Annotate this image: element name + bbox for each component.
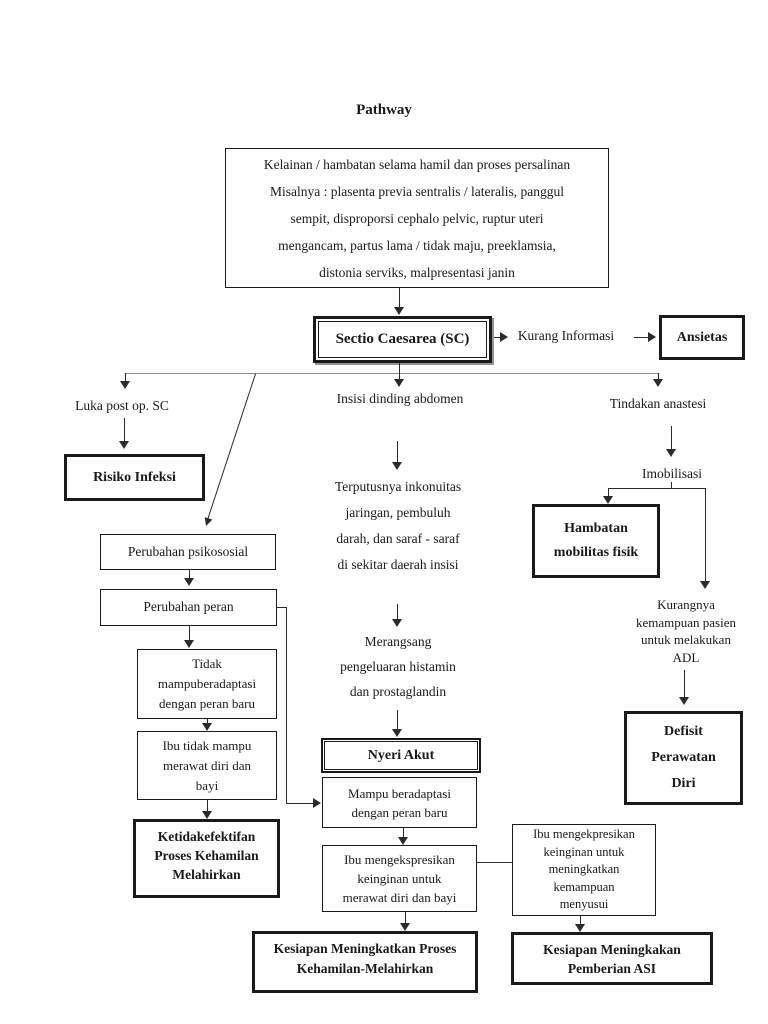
node-defisit-perawatan: Defisit Perawatan Diri bbox=[624, 711, 743, 805]
connector-split-hambatan bbox=[608, 488, 609, 496]
label-tindakan-anastesi: Tindakan anastesi bbox=[609, 396, 707, 411]
label-terputusnya: Terputusnya inkonuitas jaringan, pembulu… bbox=[334, 479, 462, 572]
arrowhead bbox=[575, 924, 585, 932]
arrowhead bbox=[394, 379, 404, 387]
connector-branch-center bbox=[399, 373, 400, 379]
connector-peran-elbow-c bbox=[286, 803, 313, 804]
connector-ibu-merawat-menyusui bbox=[477, 862, 512, 863]
connector-kurang-ansietas bbox=[634, 337, 648, 338]
arrowhead bbox=[202, 517, 213, 528]
node-ibu-mengekpresikan-menyusui: Ibu mengekpresikan keinginan untuk menin… bbox=[512, 824, 656, 916]
connector-imobilisasi-stub bbox=[671, 482, 672, 489]
connector-branch-right bbox=[658, 373, 659, 379]
arrowhead bbox=[184, 578, 194, 586]
connector-mampu-ibu bbox=[403, 828, 404, 837]
node-kesiapan-asi: Kesiapan Meningkakan Pemberian ASI bbox=[511, 932, 713, 985]
arrowhead bbox=[392, 729, 402, 737]
node-sectio-caesarea-label: Sectio Caesarea (SC) bbox=[318, 321, 487, 358]
arrowhead bbox=[313, 798, 321, 808]
node-mampu-beradaptasi: Mampu beradaptasi dengan peran baru bbox=[322, 777, 477, 828]
connector-terputus-merangsang bbox=[397, 604, 398, 619]
arrowhead bbox=[603, 496, 613, 504]
connector-causes-sc bbox=[399, 288, 400, 307]
arrowhead bbox=[500, 332, 508, 342]
node-tidak-mampu-beradaptasi: Tidak mampuberadaptasi dengan peran baru bbox=[137, 649, 277, 719]
node-nyeri-akut-label: Nyeri Akut bbox=[324, 741, 478, 770]
arrowhead bbox=[700, 581, 710, 589]
node-perubahan-peran: Perubahan peran bbox=[100, 589, 277, 626]
connector-imobilisasi-split bbox=[608, 488, 706, 489]
connector-sc-kurang bbox=[494, 337, 500, 338]
node-nyeri-akut: Nyeri Akut bbox=[321, 738, 481, 773]
arrowhead bbox=[398, 837, 408, 845]
arrowhead bbox=[653, 379, 663, 387]
connector-peran-elbow-b bbox=[286, 607, 287, 803]
label-merangsang: Merangsang pengeluaran histamin dan pros… bbox=[340, 634, 456, 699]
connector-sc-branch bbox=[399, 363, 400, 374]
connector-luka-risiko bbox=[124, 418, 125, 441]
node-causes: Kelainan / hambatan selama hamil dan pro… bbox=[225, 148, 609, 288]
branch-line bbox=[125, 373, 658, 374]
arrowhead bbox=[679, 697, 689, 705]
connector-merangsang-nyeri bbox=[397, 710, 398, 729]
label-kurangnya-adl: Kurangnya kemampuan pasien untuk melakuk… bbox=[636, 597, 736, 665]
arrowhead bbox=[184, 640, 194, 648]
label-insisi-dinding: Insisi dinding abdomen bbox=[336, 391, 464, 406]
connector-branch-left bbox=[125, 373, 126, 381]
label-kurang-informasi: Kurang Informasi bbox=[517, 328, 615, 343]
arrowhead bbox=[394, 307, 404, 315]
arrowhead bbox=[119, 441, 129, 449]
arrowhead bbox=[202, 723, 212, 731]
node-ibu-tidak-mampu: Ibu tidak mampu merawat diri dan bayi bbox=[137, 731, 277, 800]
arrowhead bbox=[202, 811, 212, 819]
connector-peran-tidakmampu bbox=[189, 626, 190, 640]
connector-insisi-terputus bbox=[397, 441, 398, 462]
arrowhead bbox=[392, 462, 402, 470]
label-imobilisasi: Imobilisasi bbox=[642, 466, 702, 481]
connector-menyusui-asi bbox=[580, 916, 581, 924]
node-perubahan-psikososial: Perubahan psikososial bbox=[100, 534, 276, 570]
connector-peran-elbow-a bbox=[277, 607, 286, 608]
connector-branch-psikososial bbox=[202, 373, 256, 528]
connector-split-kurangnya bbox=[705, 488, 706, 581]
node-sectio-caesarea: Sectio Caesarea (SC) bbox=[313, 316, 492, 363]
connector-psiko-peran bbox=[189, 570, 190, 578]
node-ansietas: Ansietas bbox=[659, 315, 745, 360]
arrowhead bbox=[648, 332, 656, 342]
connector-ibutidak-ketidak bbox=[207, 800, 208, 811]
node-ketidakefektifan: Ketidakefektifan Proses Kehamilan Melahi… bbox=[133, 819, 280, 898]
label-luka-post-op: Luka post op. SC bbox=[75, 398, 169, 413]
node-hambatan-mobilitas: Hambatan mobilitas fisik bbox=[532, 504, 660, 578]
arrowhead bbox=[392, 619, 402, 627]
connector-kurangnya-defisit bbox=[684, 670, 685, 697]
arrowhead bbox=[400, 923, 410, 931]
connector-tidakmampu-ibutidak bbox=[207, 719, 208, 723]
connector-ibu-kesiapan-proses bbox=[405, 912, 406, 923]
arrowhead bbox=[120, 381, 130, 389]
node-ibu-mengekspresikan-merawat: Ibu mengekspresikan keinginan untuk mera… bbox=[322, 845, 477, 912]
connector-tindakan-imobilisasi bbox=[671, 426, 672, 449]
page-title: Pathway bbox=[356, 102, 412, 118]
node-kesiapan-proses: Kesiapan Meningkatkan Proses Kehamilan-M… bbox=[252, 931, 478, 993]
arrowhead bbox=[666, 449, 676, 457]
node-risiko-infeksi: Risiko Infeksi bbox=[64, 454, 205, 501]
